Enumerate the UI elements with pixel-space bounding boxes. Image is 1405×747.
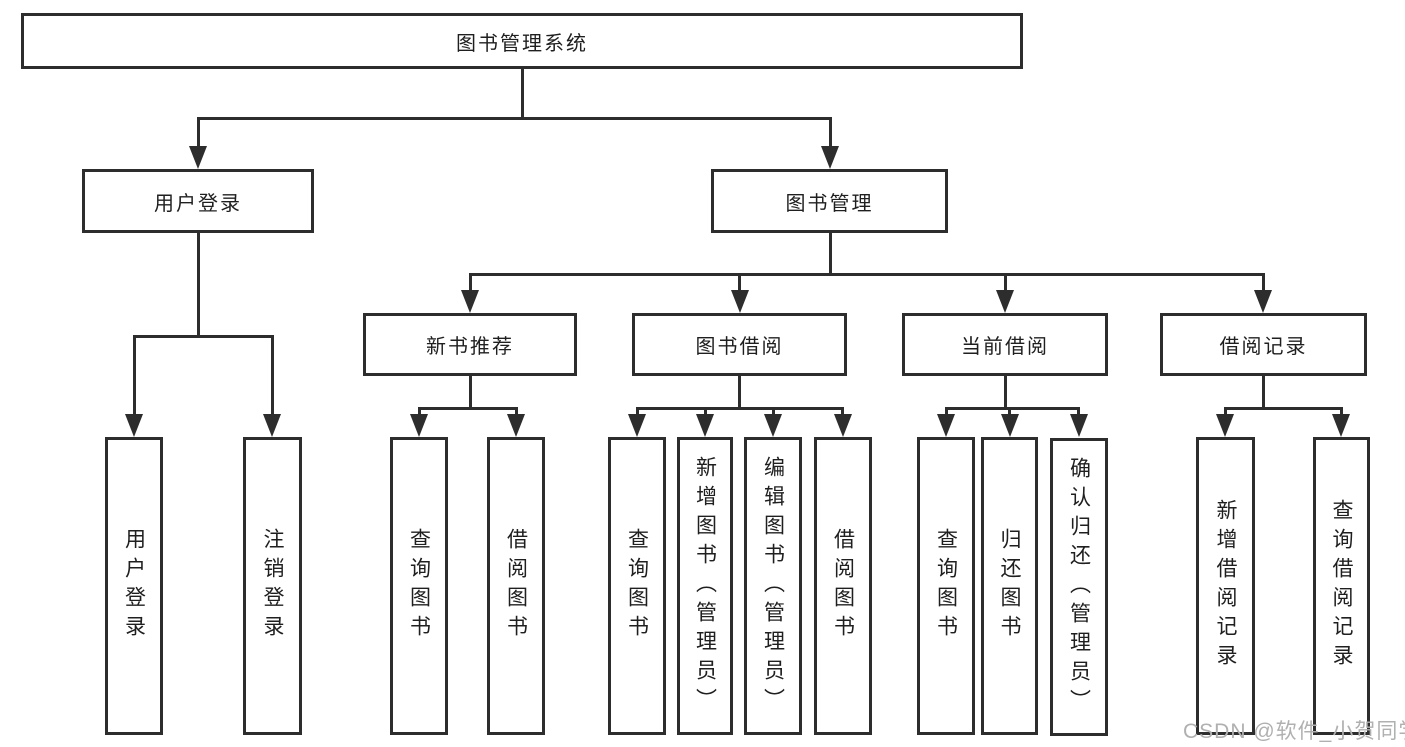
node-new-book-recommend: 新书推荐 — [363, 313, 577, 376]
node-label: 新书推荐 — [426, 336, 514, 358]
leaf-logout: 注销登录 — [243, 437, 302, 735]
leaf-query-books-recommend: 查询图书 — [390, 437, 448, 735]
node-label: 注销登录 — [261, 528, 284, 644]
leaf-add-book-admin: 新增图书（管理员） — [677, 437, 733, 735]
connector-line — [197, 233, 200, 335]
node-label: 查询借阅记录 — [1330, 499, 1353, 673]
leaf-return-book: 归还图书 — [981, 437, 1038, 735]
leaf-borrow-books-recommend: 借阅图书 — [487, 437, 545, 735]
arrow-down-icon — [410, 414, 428, 437]
connector-line — [738, 273, 741, 293]
connector-line — [469, 273, 472, 293]
connector-line — [418, 407, 517, 410]
connector-line — [636, 407, 639, 417]
connector-line — [829, 233, 832, 273]
node-label: 新增借阅记录 — [1214, 499, 1237, 673]
leaf-borrow-books: 借阅图书 — [814, 437, 872, 735]
connector-line — [1004, 376, 1007, 407]
connector-line — [1262, 376, 1265, 407]
arrow-down-icon — [461, 290, 479, 313]
arrow-down-icon — [628, 414, 646, 437]
connector-line — [271, 335, 274, 416]
node-book-management: 图书管理 — [711, 169, 948, 233]
watermark: CSDN @软件_小贺同学 — [1183, 720, 1405, 743]
connector-line — [1077, 407, 1080, 417]
node-label: 查询图书 — [407, 528, 431, 644]
node-label: 图书管理 — [785, 192, 874, 215]
node-label: 图书管理系统 — [456, 32, 588, 55]
arrow-down-icon — [834, 414, 852, 437]
connector-line — [1224, 407, 1227, 417]
node-current-borrowing: 当前借阅 — [902, 313, 1108, 376]
arrow-down-icon — [937, 414, 955, 437]
arrow-down-icon — [1332, 414, 1350, 437]
node-label: 查询图书 — [934, 528, 958, 644]
arrow-down-icon — [696, 414, 714, 437]
node-label: 新增图书（管理员） — [693, 455, 717, 717]
connector-line — [772, 407, 775, 417]
node-label: 当前借阅 — [961, 336, 1049, 358]
node-label: 借阅图书 — [504, 528, 528, 644]
leaf-confirm-return-admin: 确认归还（管理员） — [1050, 438, 1108, 736]
leaf-query-books-borrowing: 查询图书 — [608, 437, 666, 735]
connector-line — [829, 117, 832, 149]
arrow-down-icon — [821, 146, 839, 169]
connector-line — [133, 335, 274, 338]
connector-line — [469, 376, 472, 407]
connector-line — [1004, 273, 1007, 293]
connector-line — [945, 407, 948, 417]
leaf-edit-book-admin: 编辑图书（管理员） — [744, 437, 802, 735]
arrow-down-icon — [1001, 414, 1019, 437]
connector-line — [841, 407, 844, 417]
node-label: 借阅图书 — [831, 528, 855, 644]
arrow-down-icon — [996, 290, 1014, 313]
connector-line — [197, 117, 200, 149]
node-library-management-system: 图书管理系统 — [21, 13, 1023, 69]
connector-line — [521, 69, 524, 117]
connector-line — [1340, 407, 1343, 417]
arrow-down-icon — [764, 414, 782, 437]
arrow-down-icon — [1254, 290, 1272, 313]
connector-line — [1224, 407, 1342, 410]
connector-line — [945, 407, 1080, 410]
leaf-add-borrow-record: 新增借阅记录 — [1196, 437, 1255, 735]
node-label: 编辑图书（管理员） — [761, 455, 785, 717]
node-label: 借阅记录 — [1219, 336, 1308, 358]
leaf-query-borrow-record: 查询借阅记录 — [1313, 437, 1370, 735]
connector-line — [1008, 407, 1011, 417]
node-label: 用户登录 — [122, 528, 146, 644]
connector-line — [469, 273, 1264, 276]
arrow-down-icon — [263, 414, 281, 437]
arrow-down-icon — [731, 290, 749, 313]
node-label: 确认归还（管理员） — [1067, 456, 1091, 718]
node-label: 用户登录 — [154, 192, 242, 215]
node-user-login: 用户登录 — [82, 169, 314, 233]
leaf-query-books-current: 查询图书 — [917, 437, 975, 735]
node-label: 归还图书 — [998, 528, 1021, 644]
node-book-borrowing: 图书借阅 — [632, 313, 847, 376]
connector-line — [133, 335, 136, 416]
arrow-down-icon — [1216, 414, 1234, 437]
connector-line — [738, 376, 741, 407]
connector-line — [636, 407, 844, 410]
arrow-down-icon — [507, 414, 525, 437]
arrow-down-icon — [125, 414, 143, 437]
node-borrowing-records: 借阅记录 — [1160, 313, 1367, 376]
leaf-user-login: 用户登录 — [105, 437, 163, 735]
connector-line — [515, 407, 518, 417]
connector-line — [197, 117, 831, 120]
node-label: 图书借阅 — [695, 336, 784, 358]
arrow-down-icon — [189, 146, 207, 169]
node-label: 查询图书 — [625, 528, 649, 644]
connector-line — [1262, 273, 1265, 293]
arrow-down-icon — [1070, 414, 1088, 437]
connector-line — [418, 407, 421, 417]
connector-line — [704, 407, 707, 417]
